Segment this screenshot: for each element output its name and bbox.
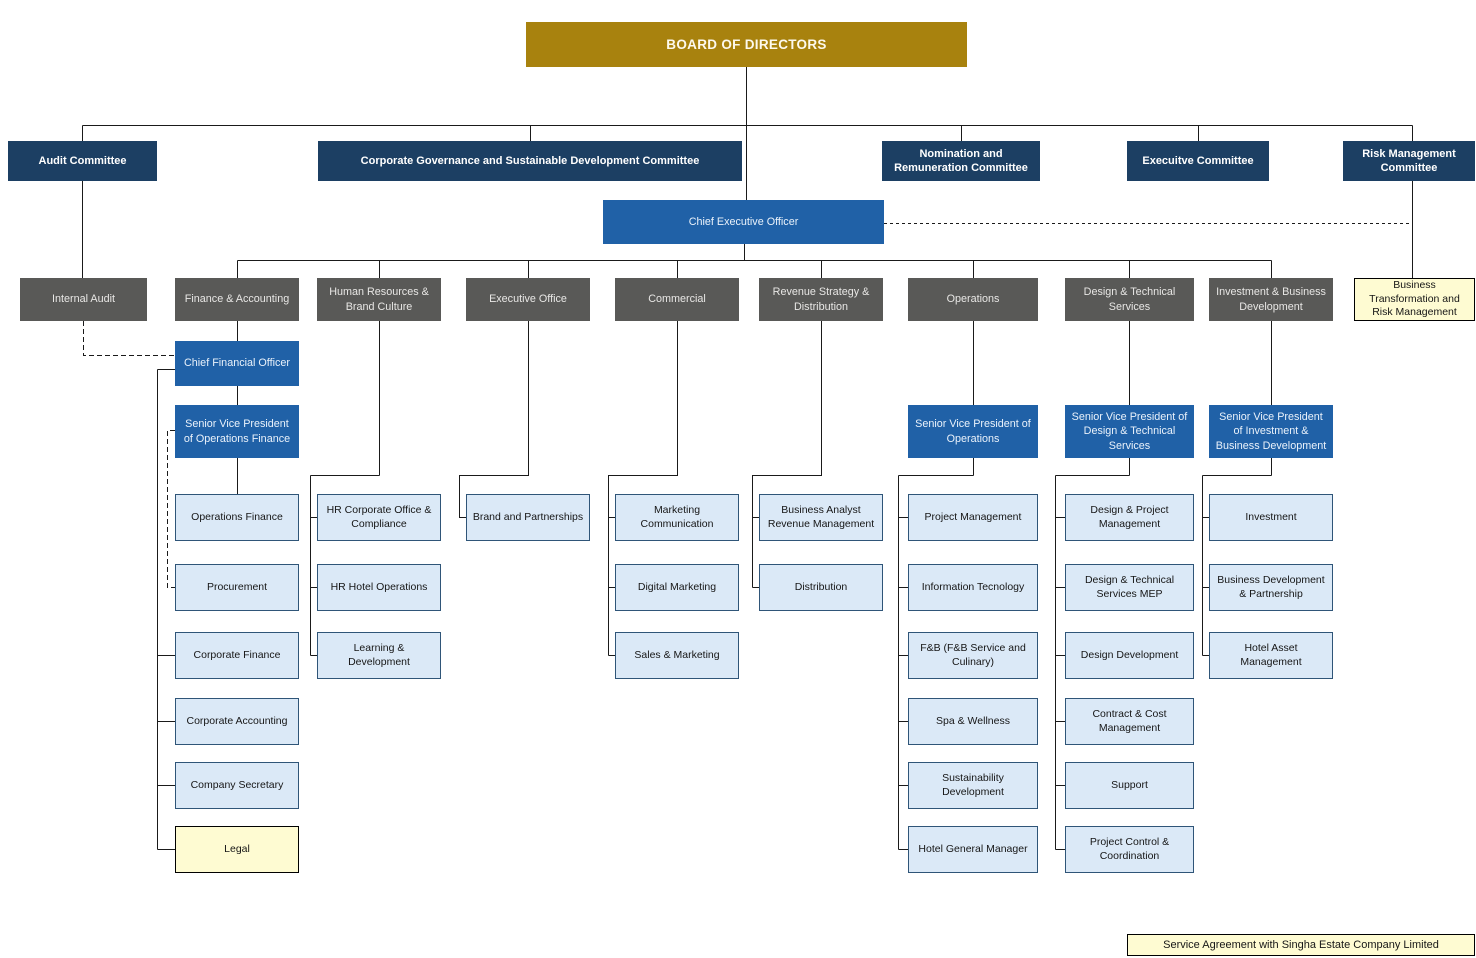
node-svp-operations-finance: Senior Vice President of Operations Fina…: [175, 405, 299, 458]
node-marketing-communication: Marketing Communication: [615, 494, 739, 541]
node-distribution: Distribution: [759, 564, 883, 611]
node-sustainability-development: Sustainability Development: [908, 762, 1038, 809]
node-hr-hotel-operations: HR Hotel Operations: [317, 564, 441, 611]
node-finance-accounting: Finance & Accounting: [175, 278, 299, 321]
node-corporate-governance-committee: Corporate Governance and Sustainable Dev…: [318, 141, 742, 181]
node-operations-finance: Operations Finance: [175, 494, 299, 541]
connector-operations-column: [897, 321, 975, 851]
node-hotel-asset-management: Hotel Asset Management: [1209, 632, 1333, 679]
node-fnb-service-culinary: F&B (F&B Service and Culinary): [908, 632, 1038, 679]
node-hr-corporate-office-compliance: HR Corporate Office & Compliance: [317, 494, 441, 541]
node-design-project-management: Design & Project Management: [1065, 494, 1194, 541]
node-design-technical-services-mep: Design & Technical Services MEP: [1065, 564, 1194, 611]
connector-revenue-column: [751, 321, 823, 589]
node-commercial: Commercial: [615, 278, 739, 321]
node-brand-and-partnerships: Brand and Partnerships: [466, 494, 590, 541]
service-agreement-note: Service Agreement with Singha Estate Com…: [1127, 934, 1475, 956]
node-procurement: Procurement: [175, 564, 299, 611]
connector-design-column: [1054, 321, 1131, 851]
node-company-secretary: Company Secretary: [175, 762, 299, 809]
connector-finance-column: [156, 321, 239, 851]
node-svp-investment-business-development: Senior Vice President of Investment & Bu…: [1209, 405, 1333, 458]
node-project-control-coordination: Project Control & Coordination: [1065, 826, 1194, 873]
node-design-development: Design Development: [1065, 632, 1194, 679]
node-nomination-remuneration-committee: Nomination and Remuneration Committee: [882, 141, 1040, 181]
node-internal-audit: Internal Audit: [20, 278, 147, 321]
node-sales-marketing: Sales & Marketing: [615, 632, 739, 679]
node-chief-executive-officer: Chief Executive Officer: [603, 200, 884, 244]
node-risk-management-committee: Risk Management Committee: [1343, 141, 1475, 181]
connector-departments: [236, 244, 1273, 278]
node-hotel-general-manager: Hotel General Manager: [908, 826, 1038, 873]
node-investment-business-development: Investment & Business Development: [1209, 278, 1333, 321]
connector-executive-office-column: [458, 321, 530, 519]
node-corporate-accounting: Corporate Accounting: [175, 698, 299, 745]
node-information-technology: Information Tecnology: [908, 564, 1038, 611]
node-business-development-partnership: Business Development & Partnership: [1209, 564, 1333, 611]
connector-board-spine: [81, 67, 1414, 278]
node-design-technical-services: Design & Technical Services: [1065, 278, 1194, 321]
node-business-transformation-risk-management: Business Transformation and Risk Managem…: [1354, 278, 1475, 321]
node-executive-committee: Execuitve Committee: [1127, 141, 1269, 181]
node-support: Support: [1065, 762, 1194, 809]
connector-commercial-column: [607, 321, 679, 657]
node-digital-marketing: Digital Marketing: [615, 564, 739, 611]
node-svp-operations: Senior Vice President of Operations: [908, 405, 1038, 458]
connector-svp-opfin-procurement-dashed: [166, 429, 175, 589]
node-executive-office: Executive Office: [466, 278, 590, 321]
node-revenue-strategy-distribution: Revenue Strategy & Distribution: [759, 278, 883, 321]
connector-investment-column: [1201, 321, 1273, 657]
node-board-of-directors: BOARD OF DIRECTORS: [526, 22, 967, 67]
connector-hr-column: [309, 321, 381, 657]
node-contract-cost-management: Contract & Cost Management: [1065, 698, 1194, 745]
node-spa-wellness: Spa & Wellness: [908, 698, 1038, 745]
node-svp-design-technical-services: Senior Vice President of Design & Techni…: [1065, 405, 1194, 458]
node-human-resources-brand-culture: Human Resources & Brand Culture: [317, 278, 441, 321]
node-chief-financial-officer: Chief Financial Officer: [175, 341, 299, 386]
connector-internal-audit-cfo-dashed: [82, 321, 175, 357]
node-learning-development: Learning & Development: [317, 632, 441, 679]
node-corporate-finance: Corporate Finance: [175, 632, 299, 679]
node-business-analyst-revenue-management: Business Analyst Revenue Management: [759, 494, 883, 541]
node-operations: Operations: [908, 278, 1038, 321]
node-investment: Investment: [1209, 494, 1333, 541]
node-project-management: Project Management: [908, 494, 1038, 541]
node-audit-committee: Audit Committee: [8, 141, 157, 181]
node-legal: Legal: [175, 826, 299, 873]
